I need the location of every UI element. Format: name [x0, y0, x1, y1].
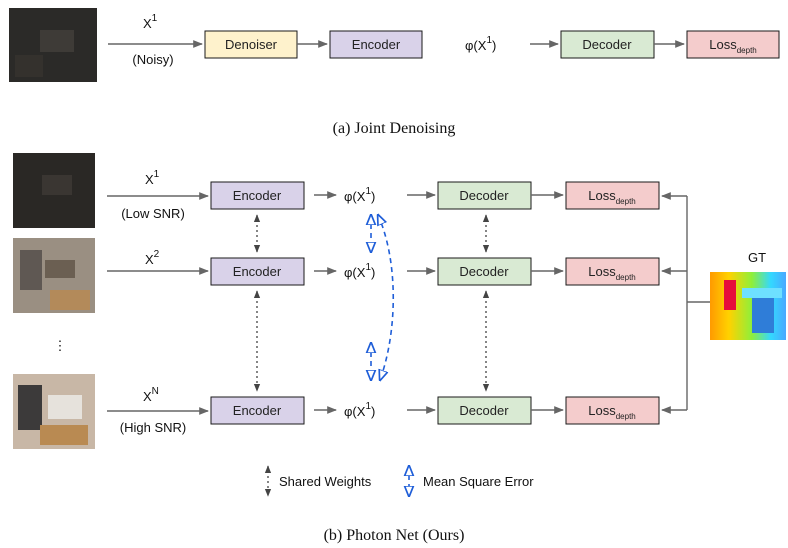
- row1-encoder-label: Encoder: [233, 188, 282, 203]
- legend-shared-weights-label: Shared Weights: [279, 474, 372, 489]
- panel-a-decoder-label: Decoder: [582, 37, 632, 52]
- row2-input-label: X2: [145, 249, 160, 267]
- row1-input-note: (Low SNR): [121, 206, 185, 221]
- image-texture: [50, 290, 90, 310]
- panel-a-encoder-label: Encoder: [352, 37, 401, 52]
- gt-depth-texture: [742, 288, 782, 298]
- image-texture: [40, 425, 88, 445]
- image-texture: [18, 385, 42, 430]
- panel-a-loss-box: [686, 30, 780, 59]
- row2-encoder-box: [210, 257, 305, 286]
- panel-a-feature-label: φ(X1): [465, 35, 496, 53]
- panel-b-caption: (b) Photon Net (Ours): [324, 527, 465, 544]
- row2-loss-box: [565, 257, 660, 286]
- panel-a-joint-denoising: X1 (Noisy) Denoiser Encoder φ(X1) Decode…: [9, 8, 780, 137]
- row1-loss-label: Lossdepth: [588, 188, 636, 206]
- row3-feature-label: φ(X1): [344, 401, 375, 419]
- row1-encoder-box: [210, 181, 305, 210]
- gt-depth-map: [710, 272, 786, 340]
- mse-arrow: [378, 215, 395, 380]
- row3-loss-label: Lossdepth: [588, 403, 636, 421]
- row2-decoder-label: Decoder: [459, 264, 509, 279]
- gt-depth-texture: [752, 295, 774, 333]
- panel-a-loss-label: Lossdepth: [709, 37, 757, 55]
- image-texture: [45, 260, 75, 278]
- image-texture: [48, 395, 82, 419]
- row3-loss-box: [565, 396, 660, 425]
- denoiser-label: Denoiser: [225, 37, 278, 52]
- row1-feature-label: φ(X1): [344, 186, 375, 204]
- row1-decoder-box: [437, 181, 532, 210]
- panel-a-input-label: X1: [143, 13, 158, 31]
- noisy-image-texture: [40, 30, 74, 52]
- vertical-ellipsis: ⋮: [54, 338, 67, 353]
- row1-decoder-label: Decoder: [459, 188, 509, 203]
- row3-decoder-label: Decoder: [459, 403, 509, 418]
- row3-encoder-box: [210, 396, 305, 425]
- row3-input-label: XN: [143, 386, 159, 404]
- row3-encoder-label: Encoder: [233, 403, 282, 418]
- panel-b-photon-net: ⋮ X1 (Low SNR) Encoder φ(X1) Decoder Los…: [13, 153, 786, 544]
- row1-loss-box: [565, 181, 660, 210]
- gt-label: GT: [748, 250, 766, 265]
- gt-depth-texture: [724, 280, 736, 310]
- panel-a-caption: (a) Joint Denoising: [333, 120, 456, 137]
- row2-decoder-box: [437, 257, 532, 286]
- row2-loss-label: Lossdepth: [588, 264, 636, 282]
- denoiser-box: [204, 30, 298, 59]
- panel-a-encoder-box: [329, 30, 423, 59]
- row2-feature-label: φ(X1): [344, 262, 375, 280]
- legend-mse-label: Mean Square Error: [423, 474, 534, 489]
- row2-encoder-label: Encoder: [233, 264, 282, 279]
- panel-a-input-note: (Noisy): [132, 52, 173, 67]
- noisy-image-texture: [15, 55, 43, 77]
- row1-input-label: X1: [145, 169, 160, 187]
- image-texture: [42, 175, 72, 195]
- image-texture: [20, 250, 42, 290]
- row3-input-note: (High SNR): [120, 420, 186, 435]
